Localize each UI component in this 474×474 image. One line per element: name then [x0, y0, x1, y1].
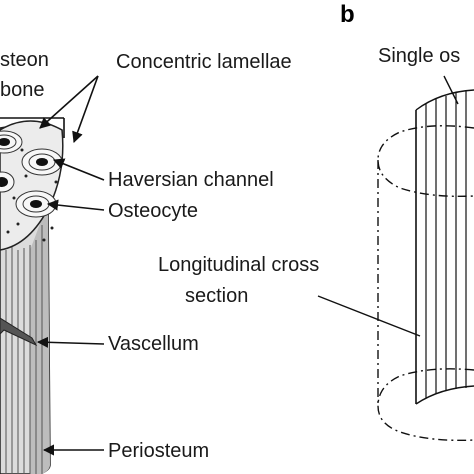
label-osteocyte: Osteocyte [108, 200, 198, 222]
cylinder-fibres [5, 225, 43, 474]
osteon-cylinder-schematic [317, 75, 474, 441]
label-periosteum: Periosteum [108, 440, 209, 462]
leader-single-osteon [443, 75, 459, 105]
section-slab-bottom [415, 385, 474, 405]
label-haversian-channel: Haversian channel [108, 169, 274, 191]
label-bone-fragment: bone [0, 79, 45, 101]
leader-haversian [52, 158, 105, 181]
leader-longitudinal [317, 295, 421, 337]
leader-osteocyte [46, 199, 105, 211]
outer-cylinder-bottom [377, 368, 474, 441]
osteon-osteocyte [15, 190, 57, 218]
osteon-top [0, 130, 23, 154]
label-longitudinal-line2: section [185, 285, 248, 307]
osteon-left [0, 171, 15, 193]
label-single-osteon-fragment: Single os [378, 45, 460, 67]
section-slab-top [415, 89, 474, 111]
panel-b-letter: b [340, 1, 355, 28]
leader-lamellae-1 [39, 75, 99, 129]
outer-cylinder-top [377, 125, 474, 197]
left-leader-lines [0, 75, 105, 456]
label-concentric-lamellae: Concentric lamellae [116, 51, 292, 73]
vascellum-vessel [0, 317, 38, 347]
leader-vascellum [36, 336, 105, 348]
label-longitudinal-line1: Longitudinal cross [158, 254, 319, 276]
osteon-haversian [21, 148, 63, 176]
label-osteon-fragment: steon [0, 49, 49, 71]
osteocyte-dots [6, 148, 58, 242]
label-vascellum: Vascellum [108, 333, 199, 355]
bone-cylinder-illustration [0, 120, 64, 474]
leader-lamellae-2 [72, 75, 99, 144]
